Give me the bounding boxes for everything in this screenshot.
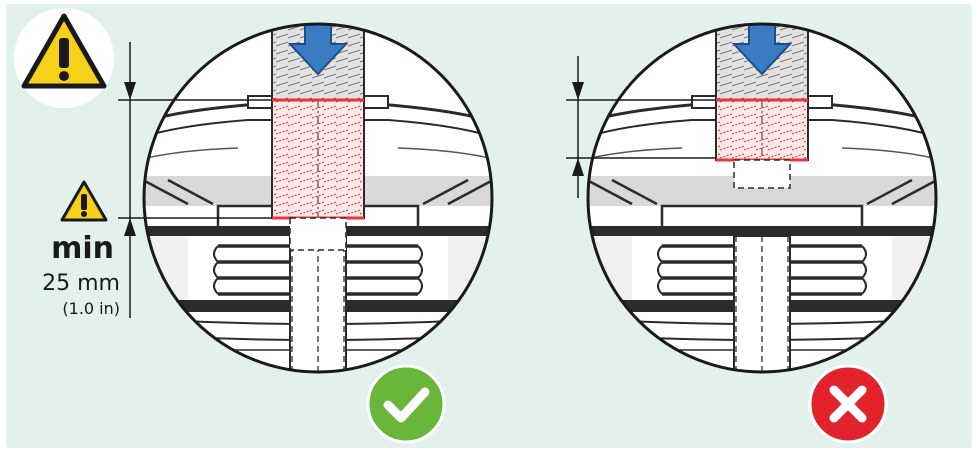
cross-icon — [808, 364, 888, 444]
warning-triangle-icon — [14, 8, 114, 108]
down-arrow-icon — [731, 24, 793, 76]
down-arrow-icon — [287, 24, 349, 76]
min-label: min — [51, 231, 114, 266]
detail-circle-right — [586, 22, 938, 374]
in-label: (1.0 in) — [62, 299, 120, 318]
check-icon — [366, 364, 446, 444]
correct-installation-diagram: min 25 mm (1.0 in) — [14, 8, 494, 444]
mm-label: 25 mm — [42, 271, 120, 296]
detail-circle-left — [142, 22, 494, 374]
warning-triangle-icon-small — [60, 180, 108, 222]
incorrect-installation-diagram — [566, 22, 938, 444]
